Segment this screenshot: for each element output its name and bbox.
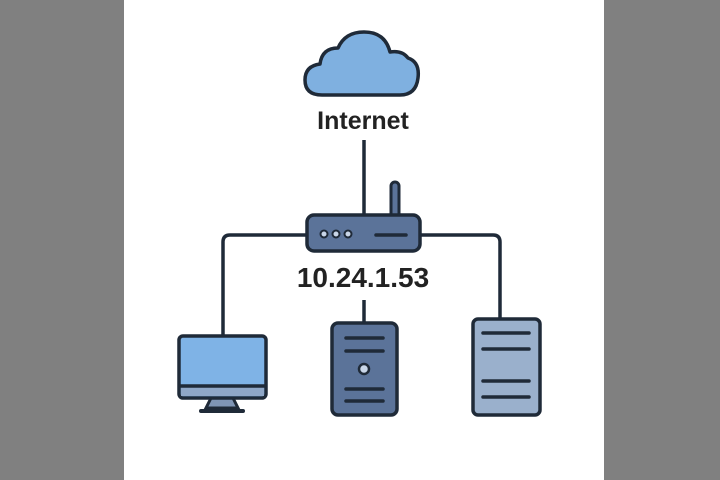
- cloud-icon: [303, 30, 421, 97]
- rack-server-icon: [471, 317, 542, 417]
- left-side-bar: [0, 0, 124, 480]
- internet-label: Internet: [317, 107, 409, 135]
- right-side-bar: [604, 0, 720, 480]
- connection-lines: [221, 140, 502, 336]
- desktop-computer-icon: [177, 334, 268, 413]
- router-rack-link: [420, 233, 502, 319]
- tower-server-icon: [330, 321, 399, 417]
- router-icon: [305, 180, 422, 253]
- router-desktop-link: [221, 233, 307, 336]
- router-ip-label: 10.24.1.53: [296, 262, 430, 293]
